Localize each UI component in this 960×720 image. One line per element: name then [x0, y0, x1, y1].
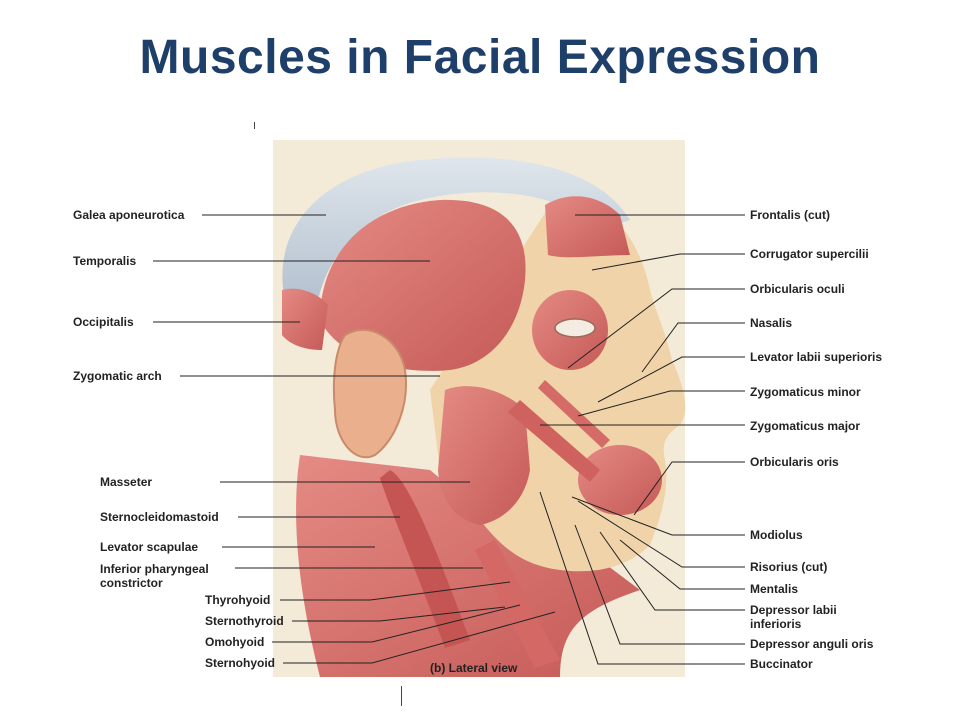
masseter-shape	[438, 386, 530, 525]
galea-aponeurotica-shape	[282, 157, 630, 320]
label-frontalis: Frontalis (cut)	[750, 208, 830, 222]
label-depressor-labii-inferioris: Depressor labii inferioris	[750, 603, 837, 631]
label-sternocleidomastoid: Sternocleidomastoid	[100, 510, 219, 524]
occipitalis-shape	[282, 288, 328, 350]
label-zygomaticus-major: Zygomaticus major	[750, 419, 861, 433]
ear-shape	[332, 329, 407, 459]
label-levator-scapulae: Levator scapulae	[100, 540, 199, 554]
label-orbicularis-oculi: Orbicularis oculi	[750, 282, 845, 296]
label-mentalis: Mentalis	[750, 582, 799, 596]
figure-caption: (b) Lateral view	[430, 661, 518, 675]
label-sternohyoid: Sternohyoid	[205, 656, 276, 670]
top-tick-mark	[254, 122, 255, 129]
label-levator-labii-superioris: Levator labii superioris	[750, 350, 883, 364]
label-galea-aponeurotica: Galea aponeurotica	[73, 208, 185, 222]
bottom-tick-mark	[401, 686, 402, 706]
label-orbicularis-oris: Orbicularis oris	[750, 455, 839, 469]
zygomaticus-major-shape	[508, 400, 600, 482]
label-temporalis: Temporalis	[73, 254, 137, 268]
label-zygomatic-arch: Zygomatic arch	[73, 369, 162, 383]
slide-title: Muscles in Facial Expression	[139, 31, 821, 84]
label-depressor-anguli-oris: Depressor anguli oris	[750, 637, 874, 651]
label-zygomaticus-minor: Zygomaticus minor	[750, 385, 861, 399]
zygomaticus-minor-shape	[538, 380, 610, 448]
label-nasalis: Nasalis	[750, 316, 793, 330]
label-inferior-pharyngeal-constrictor: Inferior pharyngeal constrictor	[100, 562, 209, 590]
temporalis-shape	[320, 199, 526, 371]
eye-shape	[554, 318, 596, 338]
label-buccinator: Buccinator	[750, 657, 813, 671]
label-thyrohyoid: Thyrohyoid	[205, 593, 271, 607]
sternocleidomastoid-shape	[380, 470, 470, 648]
label-corrugator-supercilii: Corrugator supercilii	[750, 247, 869, 261]
label-omohyoid: Omohyoid	[205, 635, 265, 649]
label-occipitalis: Occipitalis	[73, 315, 134, 329]
label-risorius: Risorius (cut)	[750, 560, 828, 574]
label-modiolus: Modiolus	[750, 528, 803, 542]
label-masseter: Masseter	[100, 475, 153, 489]
frontalis-shape	[545, 196, 630, 258]
label-sternothyroid: Sternothyroid	[205, 614, 284, 628]
